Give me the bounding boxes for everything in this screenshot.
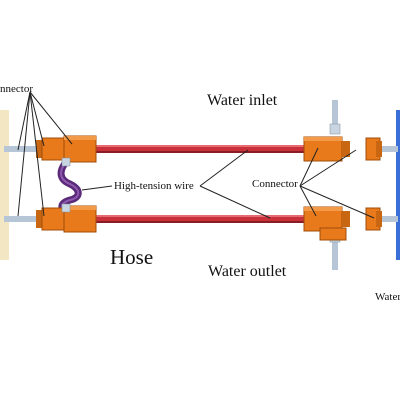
connector-right-top (303, 136, 382, 162)
right-panel (396, 110, 400, 260)
connector-left-bottom (36, 203, 97, 233)
label-water-outlet: Water outlet (208, 263, 287, 280)
label-water-inlet: Water inlet (207, 92, 278, 109)
high-tension-wire-bottom (96, 215, 304, 223)
left-stub-pipes (4, 146, 38, 222)
right-stub-pipes (378, 146, 398, 222)
left-panel (0, 110, 9, 260)
label-high-tension-wire: High-tension wire (114, 180, 194, 192)
connector-left-top (36, 135, 97, 167)
connector-right-bottom (303, 206, 382, 241)
right-vertical-pipes (329, 100, 341, 270)
high-tension-wire-top (96, 145, 304, 153)
label-water-right: Water (375, 291, 400, 303)
label-connector-left: nnector (0, 83, 33, 95)
label-connector-right: Connector (252, 178, 298, 190)
label-hose: Hose (110, 245, 153, 269)
leader-lines (17, 91, 375, 219)
